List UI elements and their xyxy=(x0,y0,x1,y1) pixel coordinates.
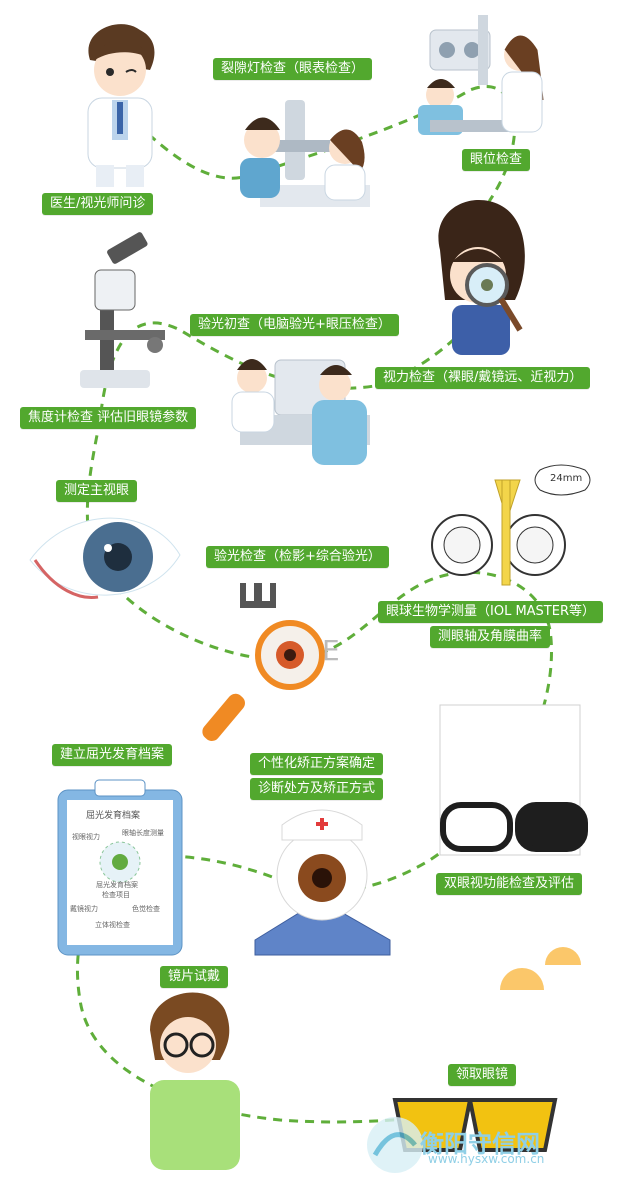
clipboard-item: 色觉检查 xyxy=(132,905,160,913)
watermark-url: www.hysxw.com.cn xyxy=(428,1152,545,1166)
archive-clipboard-illustration xyxy=(57,779,183,956)
clipboard-item: 屈光发育档案 xyxy=(96,881,138,889)
measurement-note: 24mm xyxy=(550,473,583,484)
step-consultation: 医生/视光师问诊 xyxy=(42,193,154,215)
biometrics-illustration xyxy=(431,464,591,586)
watermark-name: 衡阳守信网 xyxy=(420,1130,540,1158)
clipboard-item: 视眼视力 xyxy=(72,833,100,841)
prescription-illustration xyxy=(254,809,391,956)
step-collect-glasses: 领取眼镜 xyxy=(448,1064,517,1086)
clipboard-item: 立体视检查 xyxy=(95,921,130,929)
step-lensometer: 焦度计检查 评估旧眼镜参数 xyxy=(20,407,197,429)
clipboard-item: 检查项目 xyxy=(102,891,130,899)
step-trial-lens: 镜片试戴 xyxy=(160,966,229,988)
step-dominant-eye: 测定主视眼 xyxy=(56,480,138,502)
binocular-illustration xyxy=(439,704,588,856)
step-binocular-vision: 双眼视功能检查及评估 xyxy=(436,873,583,895)
step-slit-lamp: 裂隙灯检查（眼表检查） xyxy=(213,58,373,80)
retinoscopy-illustration: E xyxy=(202,583,340,741)
step-diagnosis-prescription: 诊断处方及矫正方式 xyxy=(250,778,384,800)
step-initial-refraction: 验光初查（电脑验光+眼压检查） xyxy=(190,314,399,336)
visual-acuity-illustration xyxy=(438,200,525,355)
eye-position-illustration xyxy=(418,15,544,135)
sun-decoration-2 xyxy=(545,947,581,965)
step-refraction-exam: 验光检查（检影+综合验光） xyxy=(206,546,389,568)
auto-refraction-illustration xyxy=(231,359,370,465)
step-refraction-archive: 建立屈光发育档案 xyxy=(52,744,173,766)
dominant-eye-illustration xyxy=(29,517,181,600)
step-correction-plan: 个性化矫正方案确定 xyxy=(250,753,384,775)
step-visual-acuity: 视力检查（裸眼/戴镜远、近视力） xyxy=(375,367,591,389)
step-eye-position: 眼位检查 xyxy=(462,149,531,171)
clipboard-item: 戴镜视力 xyxy=(70,905,98,913)
clipboard-title: 屈光发育档案 xyxy=(86,811,141,821)
watermark xyxy=(367,1117,423,1173)
clipboard-item: 眼轴长度测量 xyxy=(122,829,164,837)
step-axial-length: 测眼轴及角膜曲率 xyxy=(430,626,551,648)
e-chart-letter: E xyxy=(322,634,340,667)
doctor-illustration xyxy=(87,24,155,187)
trial-lens-illustration xyxy=(150,992,240,1170)
slit-lamp-illustration xyxy=(240,100,370,207)
sun-decoration xyxy=(500,968,544,990)
step-biometrics: 眼球生物学测量（IOL MASTER等） xyxy=(378,601,603,623)
lensometer-illustration xyxy=(80,232,165,388)
